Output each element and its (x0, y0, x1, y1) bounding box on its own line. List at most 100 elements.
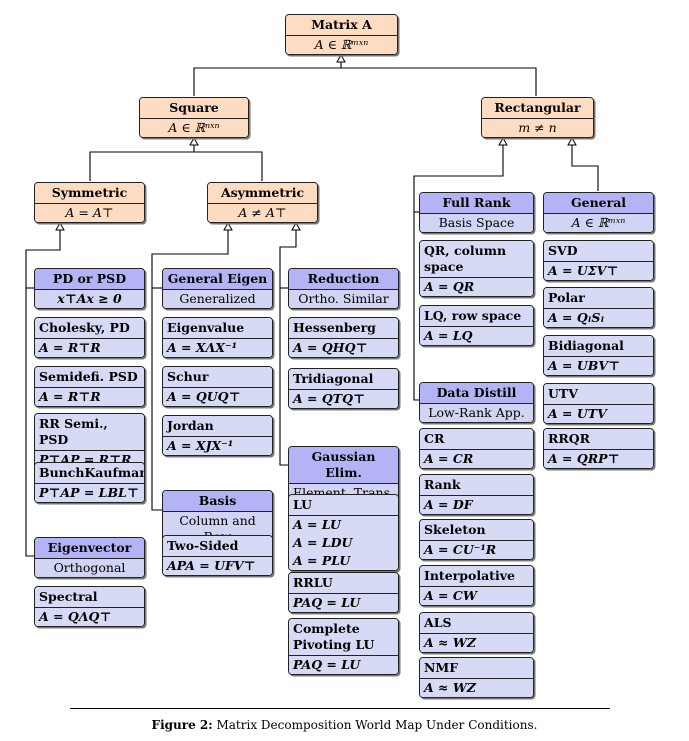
node-title: PD or PSD (35, 269, 144, 289)
node-formula: A = QRP⊤ (544, 449, 653, 468)
node-formula: A = CW (420, 586, 533, 605)
node-title: Schur (163, 367, 272, 387)
node-title: LQ, row space (420, 306, 533, 326)
node-formula: A = R⊤R (35, 387, 144, 406)
node-title: Complete Pivoting LU (289, 619, 398, 655)
node-formula: A = LQ (420, 326, 533, 345)
node-title: QR, column space (420, 241, 533, 277)
connector (89, 151, 263, 181)
node-formula: A ∈ ℝᵐˣⁿ (286, 35, 397, 54)
node-qr: QR, column space A = QR (419, 240, 534, 297)
node-formula: PAQ = LU (289, 655, 398, 674)
connector (571, 145, 599, 191)
node-formula: A = QUQ⊤ (163, 387, 272, 406)
node-title: Skeleton (420, 520, 533, 540)
node-formula: A ∈ ℝᵐˣⁿ (544, 213, 653, 232)
node-formula: Generalized (163, 289, 272, 308)
node-formula: A = R⊤R (35, 338, 144, 357)
node-title: RR Semi., PSD (35, 414, 144, 450)
node-title: Rectangular (482, 98, 593, 118)
arrow-head-icon (567, 136, 577, 146)
connector (193, 67, 537, 96)
arrow-head-icon (498, 136, 508, 146)
node-title: Cholesky, PD (35, 318, 144, 338)
node-title: Semidefi. PSD (35, 367, 144, 387)
node-title: Interpolative (420, 566, 533, 586)
node-title: General Eigen (163, 269, 272, 289)
node-formula: A = CR (420, 449, 533, 468)
node-formula: A = QΛQ⊤ (35, 607, 144, 626)
node-title: CR (420, 429, 533, 449)
node-formula: Basis Space (420, 213, 533, 232)
figure-caption: Figure 2: Matrix Decomposition World Map… (0, 718, 689, 732)
node-title-text: QR, column space (424, 243, 507, 274)
node-title: Jordan (163, 416, 272, 436)
node-formula: Ortho. Similar (289, 289, 398, 308)
node-formula: A = QₗSₗ (544, 308, 653, 327)
node-title: Gaussian Elim. (289, 447, 398, 483)
node-formula: Low-Rank App. (420, 403, 533, 422)
node-formula: P⊤AP = LBL⊤ (35, 483, 144, 502)
node-title: Asymmetric (208, 183, 317, 203)
node-title: Spectral (35, 587, 144, 607)
node-title: Rank (420, 475, 533, 495)
node-title: Square (140, 98, 248, 118)
node-formula: PAQ = LU (289, 593, 398, 612)
arrow-head-icon (291, 221, 301, 231)
node-formula: A = XJX⁻¹ (163, 436, 272, 455)
node-title: Two-Sided (163, 536, 272, 556)
node-formula: A = UTV (544, 404, 653, 423)
caption-label: Figure 2: (151, 718, 213, 732)
node-formula: A = DF (420, 495, 533, 514)
node-formula: A = QHQ⊤ (289, 338, 398, 357)
node-formula: A ≈ WZ (420, 633, 533, 652)
node-formula: APA = UFV⊤ (163, 556, 272, 575)
node-formula: Orthogonal (35, 558, 144, 577)
node-title: SVD (544, 241, 653, 261)
node-formula: m ≠ n (482, 118, 593, 137)
node-title: Hessenberg (289, 318, 398, 338)
node-title: UTV (544, 384, 653, 404)
node-title: BunchKaufman (35, 463, 144, 483)
node-formula: A = LDU (289, 534, 398, 552)
node-title: Basis (163, 491, 272, 511)
node-title: Polar (544, 288, 653, 308)
node-formula: A = UBV⊤ (544, 356, 653, 375)
node-title: Full Rank (420, 193, 533, 213)
node-title: LU (289, 495, 398, 515)
node-title: Symmetric (35, 183, 144, 203)
node-formula: A = UΣV⊤ (544, 261, 653, 280)
node-formula: A = QR (420, 277, 533, 296)
node-formula: A = LU (289, 515, 398, 534)
node-title: Eigenvalue (163, 318, 272, 338)
